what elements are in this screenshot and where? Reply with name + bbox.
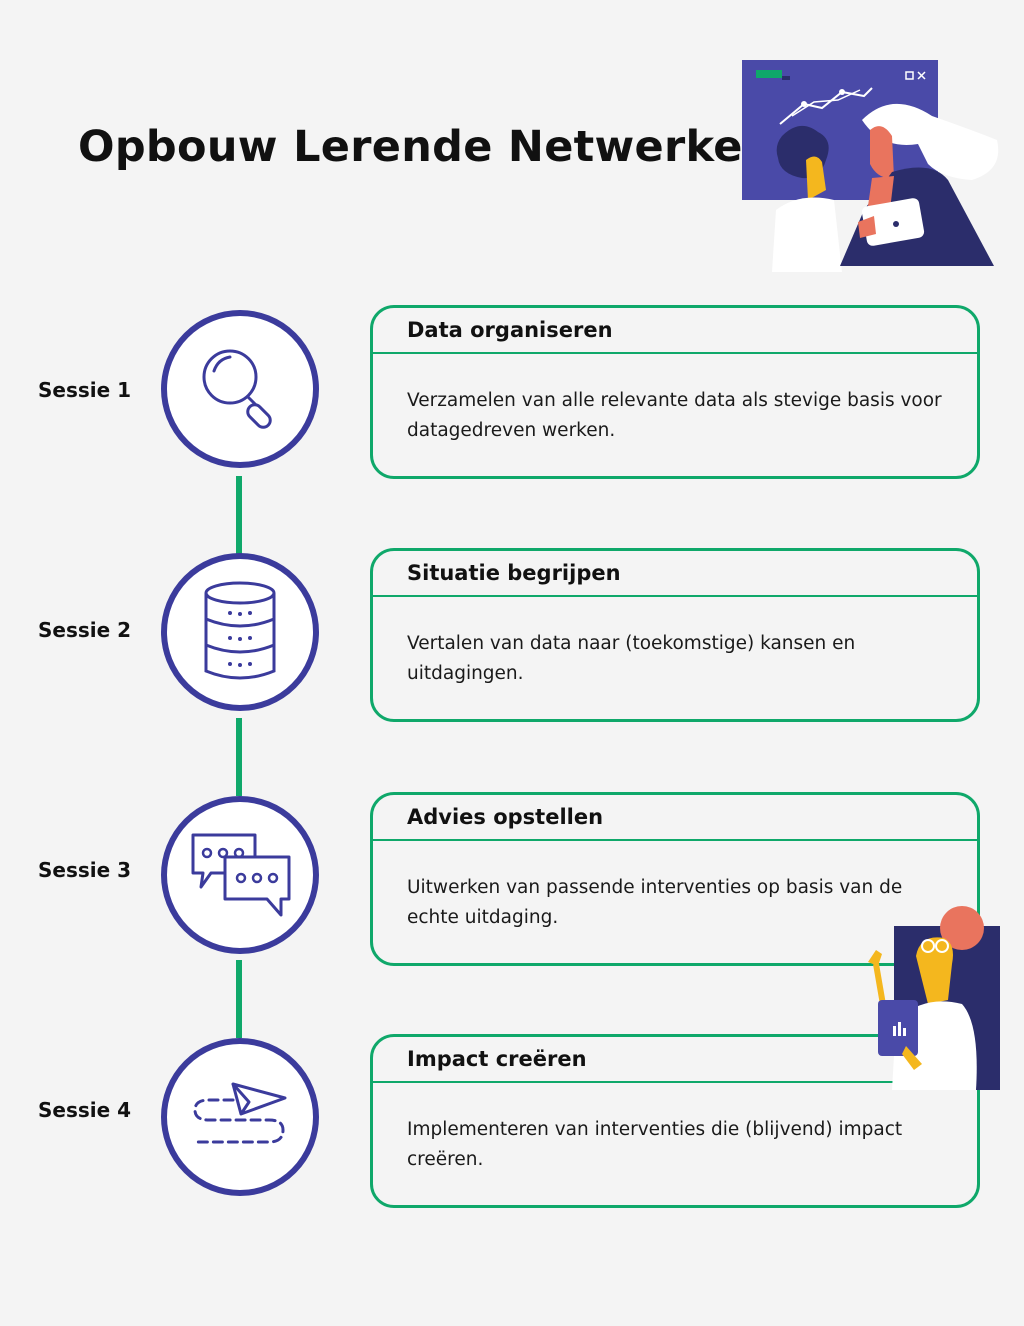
page-title: Opbouw Lerende Netwerken [78, 122, 774, 172]
session-icon-circle [161, 796, 319, 954]
session-description: Verzamelen van alle relevante data als s… [407, 390, 942, 441]
session-icon-circle [161, 310, 319, 468]
session-card: Situatie begrijpen Vertalen van data naa… [370, 548, 980, 722]
timeline-connector [236, 476, 242, 554]
session-card: Impact creëren Implementeren van interve… [370, 1034, 980, 1208]
card-divider [373, 352, 977, 354]
session-icon-circle [161, 553, 319, 711]
presenter-illustration [868, 906, 1000, 1090]
data-analysis-illustration [742, 60, 999, 272]
session-title: Impact creëren [407, 1047, 587, 1071]
session-label: Sessie 1 [38, 378, 132, 402]
card-divider [373, 1081, 977, 1083]
paper-plane-icon [193, 1082, 287, 1144]
timeline-connector [236, 718, 242, 796]
card-divider [373, 595, 977, 597]
session-description: Uitwerken van passende interventies op b… [407, 877, 903, 928]
magnifying-glass-icon [202, 349, 272, 429]
session-card: Advies opstellen Uitwerken van passende … [370, 792, 980, 966]
session-card: Data organiseren Verzamelen van alle rel… [370, 305, 980, 479]
database-icon [204, 581, 276, 680]
timeline-connector [236, 960, 242, 1038]
session-label: Sessie 2 [38, 618, 132, 642]
session-description: Implementeren van interventies die (blij… [407, 1119, 903, 1170]
session-title: Data organiseren [407, 318, 613, 342]
session-label: Sessie 4 [38, 1098, 132, 1122]
chat-bubbles-icon [191, 833, 291, 917]
session-label: Sessie 3 [38, 858, 132, 882]
session-title: Situatie begrijpen [407, 561, 621, 585]
session-description: Vertalen van data naar (toekomstige) kan… [407, 633, 856, 684]
session-icon-circle [161, 1038, 319, 1196]
card-divider [373, 839, 977, 841]
session-title: Advies opstellen [407, 805, 604, 829]
